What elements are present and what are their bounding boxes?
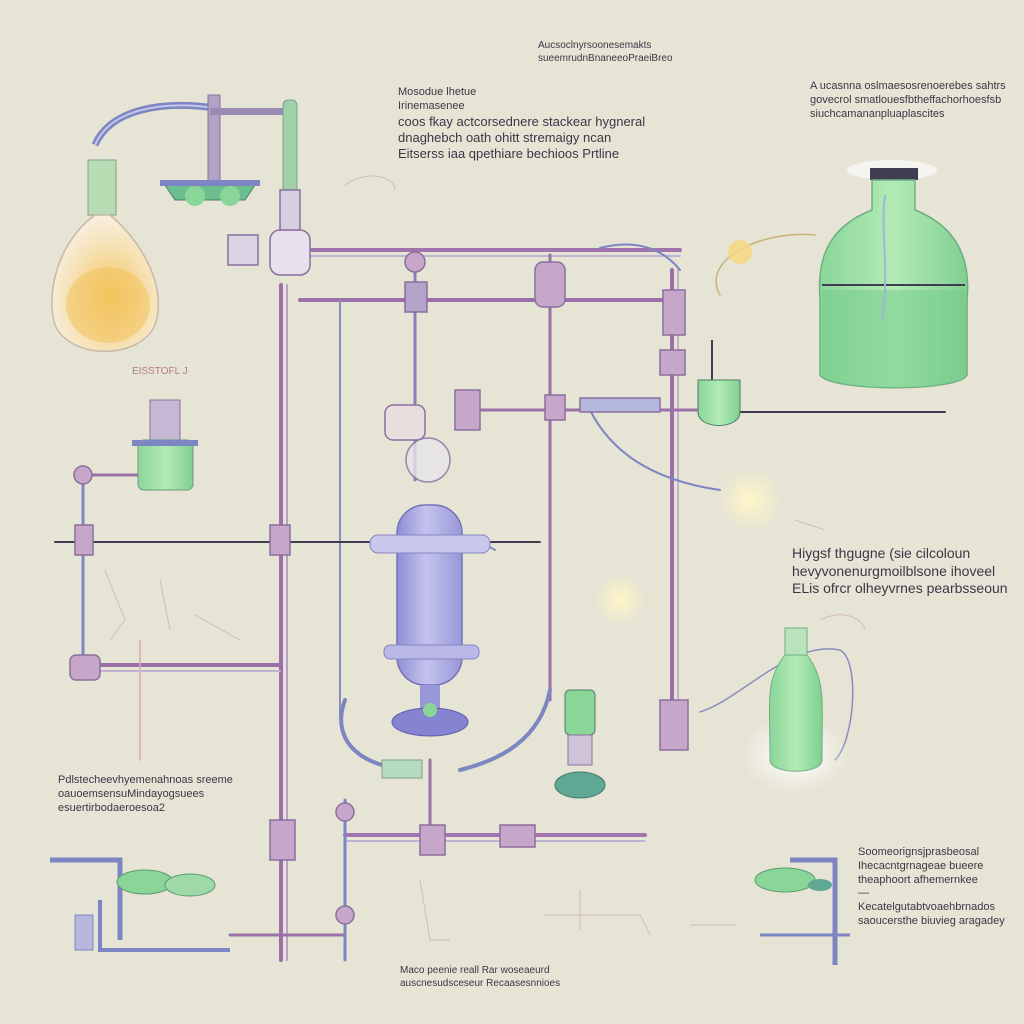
annotation-line: A ucasnna oslmaesosrenoerebes sahtrs <box>810 80 1006 92</box>
annotation-line: Hiygsf thgugne (sie cilcoloun <box>792 545 971 561</box>
annotation-line: govecrol smatlouesfbtheffachorhoesfsb <box>810 93 1002 106</box>
green-separator <box>554 689 606 799</box>
pipe-valves <box>69 189 689 925</box>
annotation-bottom-center: Maco peenie reall Rar woseaeurd auscnesu… <box>400 965 560 990</box>
annotation-top-center: Aucsoclnyrsoonesemakts sueemrudnBnaneeoP… <box>538 40 673 65</box>
annotation-line: esuertirbodaeroesoa2 <box>58 801 166 814</box>
annotation-right-middle: Hiygsf thgugne (sie cilcoloun hevyvonenu… <box>792 545 1008 598</box>
annotation-line: Ihecacntgrnageae bueere <box>858 859 984 872</box>
annotation-line: Maco peenie reall Rar woseaeurd <box>400 965 550 976</box>
annotation-bottom-right: Soomeorignsjprasbeosal Ihecacntgrnageae … <box>858 846 1005 929</box>
green-glass-bottle <box>740 627 850 795</box>
annotation-line: ELis ofrcr olheyvrnes pearbsseoun <box>792 580 1008 596</box>
orange-round-flask <box>51 94 298 352</box>
annotation-line: saoucersthe biuvieg aragadey <box>858 914 1005 927</box>
annotation-line: sueemrudnBnaneeoPraeiBreo <box>538 52 673 64</box>
annotation-line: Eitserss iaa qpethiare bechioos Prtline <box>398 146 620 161</box>
annotation-line: Aucsoclnyrsoonesemakts <box>538 40 652 51</box>
annotation-line: Kecatelgutabtvoaehbrnados <box>858 901 995 913</box>
flask-tag-label: EISSTOFL J <box>132 366 188 377</box>
annotation-line: hevyvonenurgmoilblsone ihoveel <box>792 562 996 579</box>
annotation-line: Irinemasenee <box>398 99 465 112</box>
green-beaker-left <box>132 399 198 491</box>
annotation-line: — <box>858 887 869 900</box>
bottom-right-apparatus <box>754 857 850 965</box>
annotation-line: dnaghebch oath ohitt stremaigy ncan <box>398 129 612 145</box>
bottom-left-apparatus <box>50 857 230 952</box>
annotation-bottom-left: Pdlstecheevhyemenahnoas sreeme oauoemsen… <box>58 774 233 815</box>
annotation-center-block: Mosodue lhetue Irinemasenee coos fkay ac… <box>398 86 645 162</box>
annotation-line: Soomeorignsjprasbeosal <box>858 846 980 858</box>
annotation-top-right: A ucasnna oslmaesosrenoerebes sahtrs gov… <box>810 80 1006 121</box>
annotation-line: Pdlstecheevhyemenahnoas sreeme <box>58 774 233 786</box>
small-green-flask <box>697 340 741 426</box>
annotation-line: siuchcamananpluaplascites <box>810 107 945 120</box>
annotation-line: coos fkay actcorsednere stackear hygnera… <box>398 113 646 129</box>
annotation-line: Mosodue lhetue <box>398 86 477 98</box>
faint-sketches <box>104 175 866 941</box>
annotation-line: theaphoort afhemernkee <box>858 873 978 886</box>
central-reactor <box>369 504 491 779</box>
annotation-line: oauoemsensuMindayogsuees <box>58 787 205 800</box>
annotation-line: auscnesudsceseur Recaasesnnioes <box>400 977 561 989</box>
large-green-bottle <box>818 160 969 389</box>
